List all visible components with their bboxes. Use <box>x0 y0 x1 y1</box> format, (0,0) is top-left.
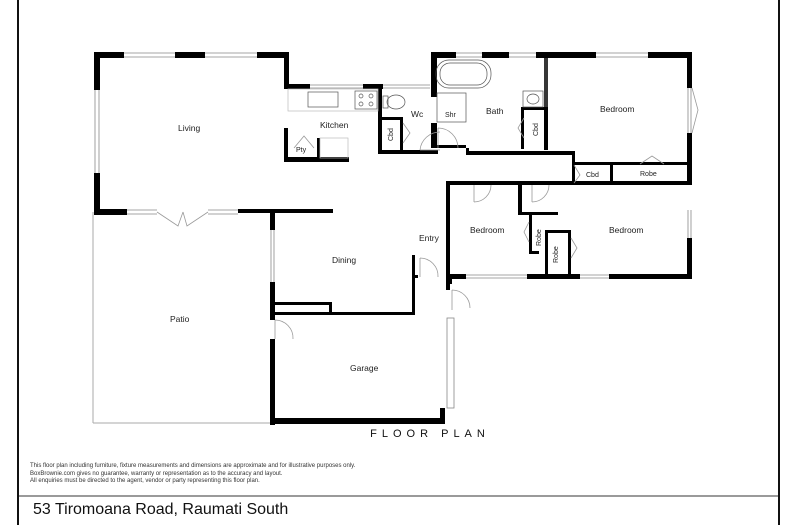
label-pantry: Pty <box>296 147 307 154</box>
label-cbd-hall: Cbd <box>586 172 599 179</box>
label-cbd-wc: Cbd <box>388 128 395 141</box>
label-robe-2: Robe <box>536 229 543 246</box>
toilet-icon <box>386 94 406 110</box>
label-bedroom-2: Bedroom <box>470 225 505 235</box>
bathtub-icon <box>435 59 492 89</box>
disclaimer-line-3: All enquiries must be directed to the ag… <box>30 478 260 484</box>
patio-outline <box>92 212 272 424</box>
disclaimer-line-2: BoxBrownie.com gives no guarantee, warra… <box>30 470 283 477</box>
label-entry: Entry <box>419 233 440 243</box>
label-living: Living <box>178 123 200 133</box>
label-bedroom-master: Bedroom <box>600 104 635 114</box>
label-robe-master: Robe <box>640 171 657 178</box>
doors <box>156 87 699 340</box>
floor-plan-title: FLOOR PLAN <box>370 428 490 440</box>
label-wc: Wc <box>411 109 424 119</box>
label-bath: Bath <box>486 106 504 116</box>
label-dining: Dining <box>332 255 356 265</box>
disclaimer: This floor plan including furniture, fix… <box>30 463 355 486</box>
label-kitchen: Kitchen <box>320 120 349 130</box>
room-labels: Living Kitchen Pty Wc Cbd Bath Shr Cbd B… <box>170 104 657 373</box>
sink-icon <box>307 91 339 108</box>
property-address: 53 Tiromoana Road, Raumati South <box>33 501 289 518</box>
label-garage: Garage <box>350 363 379 373</box>
frame-left-border <box>17 0 19 525</box>
shower-icon <box>436 92 467 123</box>
footer-divider <box>19 495 778 497</box>
label-bedroom-3: Bedroom <box>609 225 644 235</box>
vanity-icon <box>522 90 544 108</box>
windows <box>94 52 692 409</box>
disclaimer-line-1: This floor plan including furniture, fix… <box>30 463 356 469</box>
frame-right-border <box>778 0 780 525</box>
fixtures <box>287 59 544 159</box>
label-patio: Patio <box>170 314 190 324</box>
label-cbd-bath: Cbd <box>533 123 540 136</box>
label-shower: Shr <box>445 112 457 119</box>
cooktop-icon <box>354 90 378 110</box>
label-robe-3: Robe <box>553 246 560 263</box>
walls <box>94 52 692 425</box>
